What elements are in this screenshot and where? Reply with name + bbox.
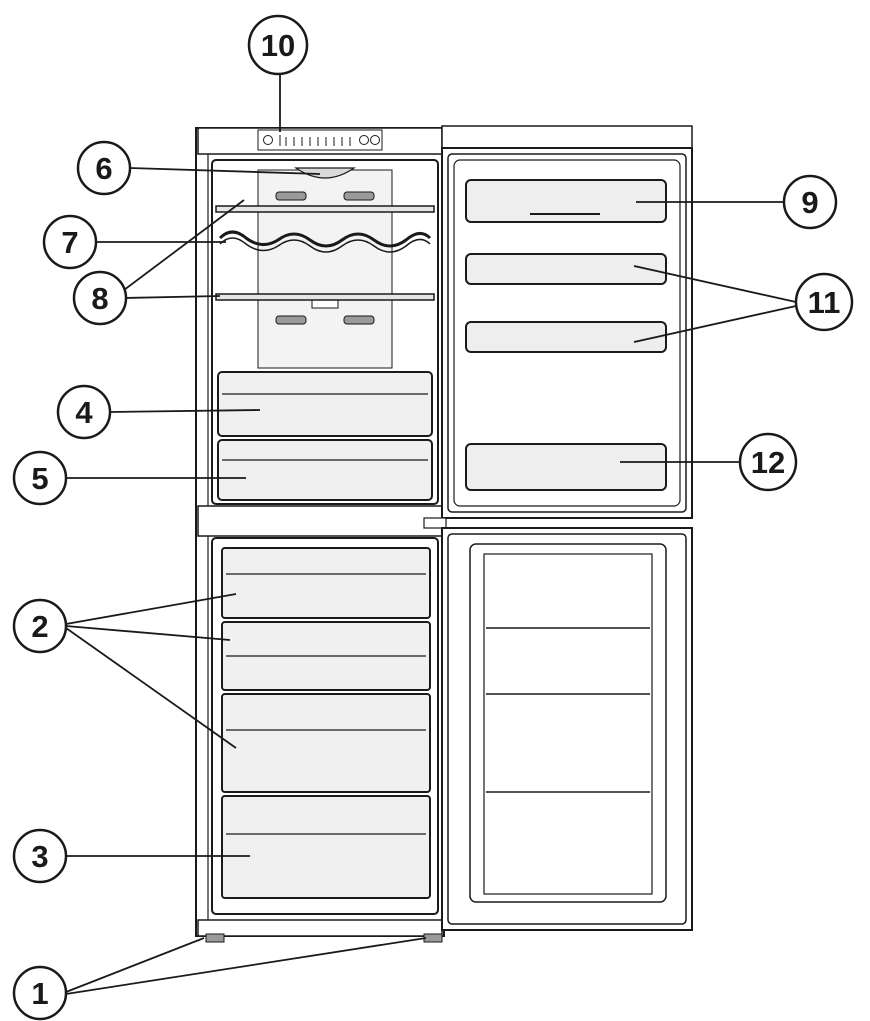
- callout-label-5: 5: [31, 461, 48, 496]
- control-panel-frame: [257, 129, 383, 151]
- control-indicator-marks: [279, 135, 351, 146]
- callout-5: 5: [12, 450, 68, 506]
- middle-hinge: [423, 517, 447, 529]
- callout-label-4: 4: [75, 395, 93, 430]
- freezer-bottom-drawer: [221, 795, 431, 899]
- bottle-rack-rail: [219, 237, 431, 253]
- bottle-rack: [218, 230, 432, 248]
- leader-line-2a: [65, 593, 237, 625]
- callout-7: 7: [42, 214, 98, 270]
- callout-9: 9: [782, 174, 838, 230]
- callout-label-7: 7: [61, 225, 78, 260]
- control-knob-icon: [370, 135, 380, 145]
- control-panel: [257, 129, 383, 151]
- callout-2: 2: [12, 598, 68, 654]
- freezer-compartment: [211, 537, 439, 915]
- callout-label-6: 6: [95, 151, 112, 186]
- air-vent: [275, 315, 307, 325]
- leader-line-2b: [65, 625, 231, 641]
- door-rack-middle: [465, 253, 667, 285]
- adjustable-foot: [205, 933, 225, 943]
- plinth: [197, 919, 443, 937]
- callout-label-3: 3: [31, 839, 48, 874]
- crisper-drawer-lower: [217, 439, 433, 501]
- leader-line-4: [109, 409, 261, 413]
- callout-label-12: 12: [751, 445, 785, 480]
- leader-line-11b: [633, 305, 797, 343]
- freezer-drawer: [221, 547, 431, 619]
- crisper-drawer-upper: [217, 371, 433, 437]
- leader-line-11a: [633, 265, 797, 303]
- callout-8: 8: [72, 270, 128, 326]
- freezer-door: [441, 527, 693, 931]
- callout-label-2: 2: [31, 609, 48, 644]
- callout-12: 12: [738, 432, 798, 492]
- leader-line-8b: [123, 295, 221, 299]
- leader-lines: [64, 70, 797, 995]
- compartment-divider: [197, 505, 443, 537]
- freezer-drawer: [221, 693, 431, 793]
- fridge-door: [441, 125, 693, 519]
- fridge-compartment: [211, 159, 439, 505]
- callout-3: 3: [12, 828, 68, 884]
- door-rack-middle: [465, 321, 667, 353]
- air-vent: [343, 191, 375, 201]
- freezer-door-inner: [483, 553, 653, 895]
- callout-11: 11: [794, 272, 854, 332]
- door-rack-top: [465, 179, 667, 223]
- callout-label-8: 8: [91, 281, 108, 316]
- callout-label-1: 1: [31, 976, 48, 1011]
- callout-label-11: 11: [808, 285, 841, 320]
- glass-shelf: [215, 293, 435, 301]
- leader-line-1b: [65, 937, 427, 995]
- callout-label-10: 10: [261, 28, 295, 63]
- control-knob-icon: [263, 135, 273, 145]
- callouts: 10 6 7 8 4 5 2 3: [12, 14, 854, 1021]
- air-vent: [343, 315, 375, 325]
- leader-line-1a: [65, 937, 205, 993]
- fridge-door-top: [441, 125, 693, 149]
- leader-line-8a: [123, 199, 245, 291]
- callout-4: 4: [56, 384, 112, 440]
- leader-line-2c: [65, 627, 237, 749]
- leader-line-6: [129, 167, 321, 175]
- callout-6: 6: [76, 140, 132, 196]
- adjustable-foot: [423, 933, 443, 943]
- callout-label-9: 9: [801, 185, 818, 220]
- callout-1: 1: [12, 965, 68, 1021]
- air-vent: [275, 191, 307, 201]
- glass-shelf: [215, 205, 435, 213]
- control-knob-icon: [359, 135, 369, 145]
- interior-light-icon: [294, 167, 356, 179]
- door-rack-bottom: [465, 443, 667, 491]
- callout-10: 10: [247, 14, 309, 76]
